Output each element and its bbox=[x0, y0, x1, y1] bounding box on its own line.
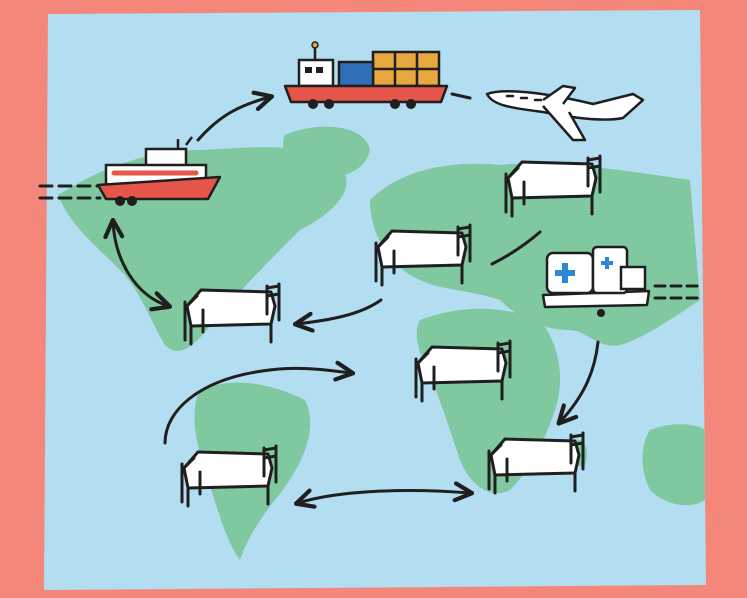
route-arrow-icon bbox=[103, 217, 173, 312]
sea-lane-dashes-left bbox=[38, 184, 102, 200]
australia-landmass bbox=[642, 424, 705, 506]
flight-path-dashes bbox=[450, 92, 472, 100]
route-arrow-icon bbox=[490, 230, 542, 266]
greenland-landmass bbox=[283, 126, 370, 178]
cargo-ship-icon bbox=[283, 41, 449, 109]
route-arrow-icon bbox=[556, 340, 600, 426]
ferry-boat-icon bbox=[96, 136, 222, 206]
route-arrow-icon bbox=[196, 90, 275, 142]
medical-supply-icon bbox=[541, 245, 651, 317]
route-arrow-icon bbox=[292, 298, 383, 333]
sea-lane-dashes-right bbox=[653, 284, 702, 300]
airplane-icon bbox=[485, 84, 645, 142]
route-arrow-icon bbox=[293, 481, 475, 509]
route-arrow-icon bbox=[163, 360, 356, 445]
